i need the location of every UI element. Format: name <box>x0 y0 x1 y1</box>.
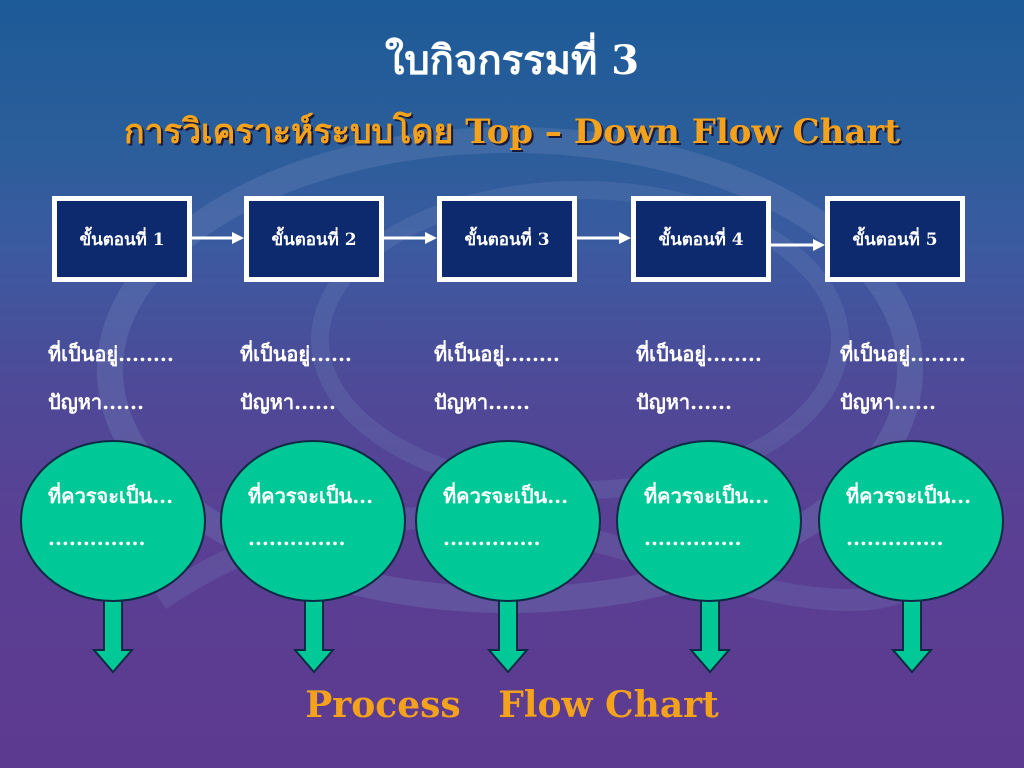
step-box-2: ขั้นตอนที่ 2 <box>244 196 384 282</box>
problem-text: ปัญหา...... <box>434 390 530 414</box>
goal-text: ที่ควรจะเป็น... <box>846 484 972 508</box>
goal-text: ที่ควรจะเป็น... <box>644 484 770 508</box>
problem-text: ปัญหา...... <box>48 390 144 414</box>
right-arrow-icon <box>192 232 244 244</box>
right-arrow-icon <box>384 232 437 244</box>
status-column-3: ที่เป็นอยู่........ ปัญหา...... <box>434 330 560 426</box>
status-column-5: ที่เป็นอยู่........ ปัญหา...... <box>840 330 966 426</box>
step-label: ขั้นตอนที่ 2 <box>271 229 357 250</box>
footer-caption: Process Flow Chart <box>305 684 719 726</box>
goal-bubble-1: ที่ควรจะเป็น... .............. <box>20 440 206 602</box>
step-box-5: ขั้นตอนที่ 5 <box>825 196 965 282</box>
step-label: ขั้นตอนที่ 4 <box>658 229 744 250</box>
step-label: ขั้นตอนที่ 1 <box>79 229 165 250</box>
current-state-text: ที่เป็นอยู่........ <box>48 342 174 366</box>
goal-placeholder: .............. <box>248 526 346 550</box>
step-box-1: ขั้นตอนที่ 1 <box>52 196 192 282</box>
problem-text: ปัญหา...... <box>240 390 336 414</box>
problem-text: ปัญหา...... <box>840 390 936 414</box>
slide-subtitle: การวิเคราะห์ระบบโดย Top – Down Flow Char… <box>124 112 900 152</box>
status-column-4: ที่เป็นอยู่........ ปัญหา...... <box>636 330 762 426</box>
status-column-1: ที่เป็นอยู่........ ปัญหา...... <box>48 330 174 426</box>
goal-placeholder: .............. <box>644 526 742 550</box>
goal-bubble-4: ที่ควรจะเป็น... .............. <box>616 440 802 602</box>
goal-placeholder: .............. <box>846 526 944 550</box>
goal-text: ที่ควรจะเป็น... <box>48 484 174 508</box>
step-box-3: ขั้นตอนที่ 3 <box>437 196 577 282</box>
right-arrow-icon <box>577 232 631 244</box>
right-arrow-icon <box>771 239 825 251</box>
current-state-text: ที่เป็นอยู่........ <box>434 342 560 366</box>
step-label: ขั้นตอนที่ 5 <box>852 229 938 250</box>
status-column-2: ที่เป็นอยู่...... ปัญหา...... <box>240 330 352 426</box>
goal-bubble-5: ที่ควรจะเป็น... .............. <box>818 440 1004 602</box>
slide-title: ใบกิจกรรมที่ 3 <box>384 37 640 84</box>
current-state-text: ที่เป็นอยู่........ <box>636 342 762 366</box>
current-state-text: ที่เป็นอยู่........ <box>840 342 966 366</box>
step-box-4: ขั้นตอนที่ 4 <box>631 196 771 282</box>
current-state-text: ที่เป็นอยู่...... <box>240 342 352 366</box>
goal-placeholder: .............. <box>48 526 146 550</box>
goal-text: ที่ควรจะเป็น... <box>248 484 374 508</box>
goal-text: ที่ควรจะเป็น... <box>443 484 569 508</box>
step-label: ขั้นตอนที่ 3 <box>464 229 550 250</box>
goal-bubble-3: ที่ควรจะเป็น... .............. <box>415 440 601 602</box>
problem-text: ปัญหา...... <box>636 390 732 414</box>
goal-bubble-2: ที่ควรจะเป็น... .............. <box>220 440 406 602</box>
goal-placeholder: .............. <box>443 526 541 550</box>
